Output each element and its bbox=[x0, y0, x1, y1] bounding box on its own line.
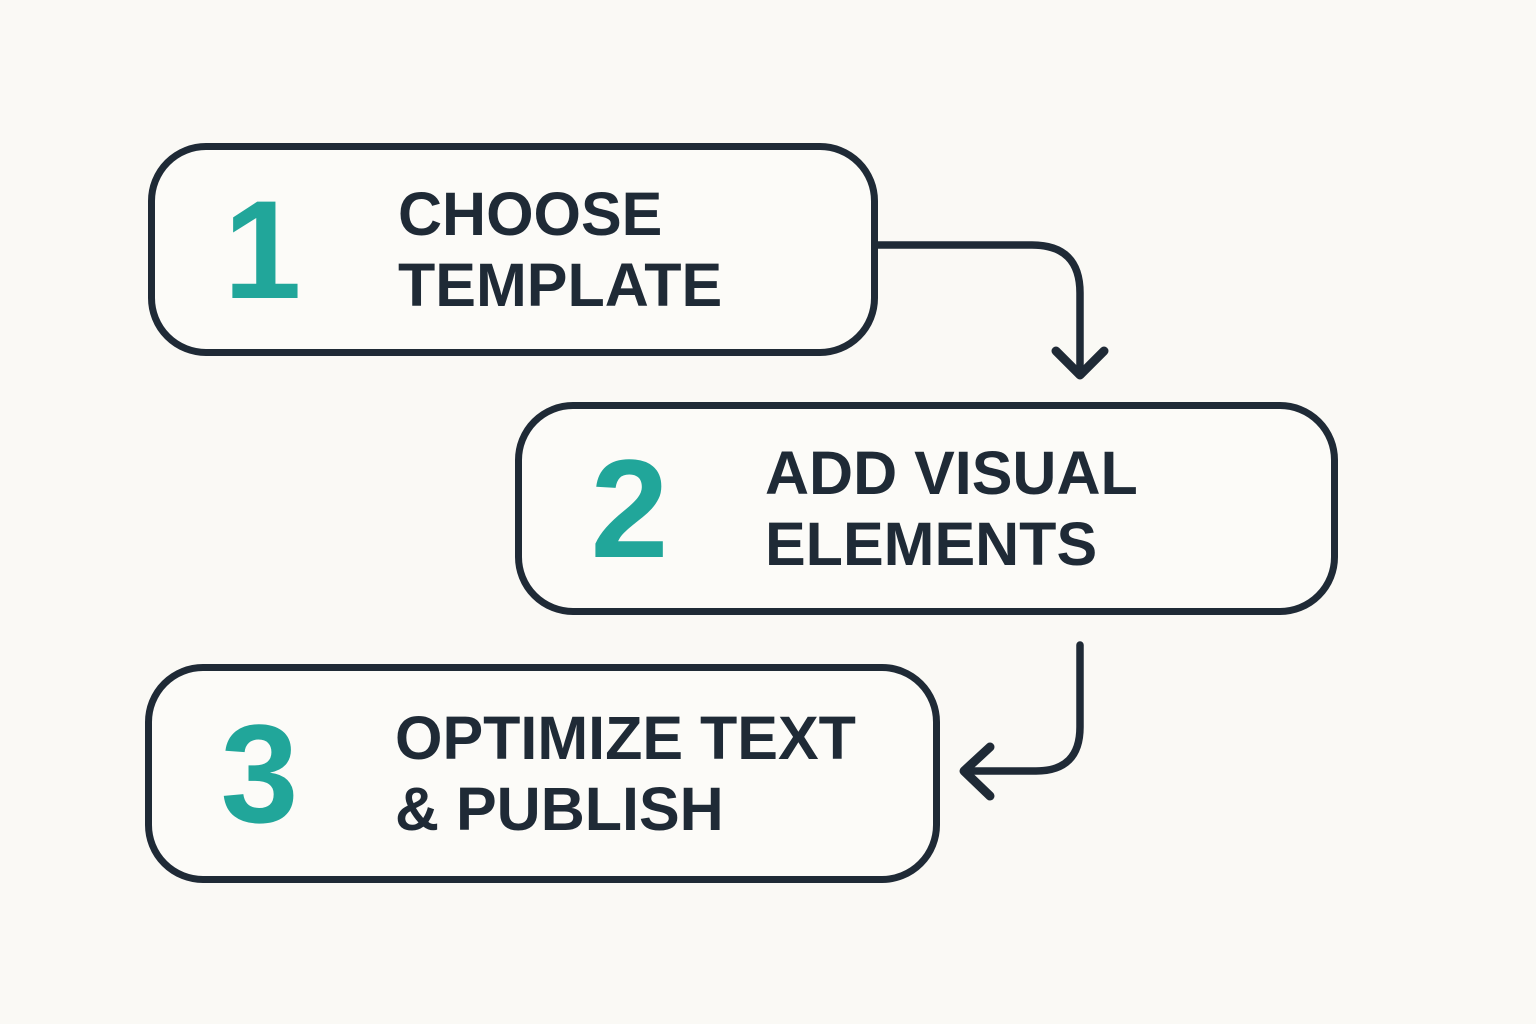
step-label-3-line2: & PUBLISH bbox=[395, 774, 724, 843]
arrow-step1-to-step2 bbox=[874, 241, 1084, 376]
step-label-2-line1: ADD VISUAL bbox=[765, 438, 1138, 507]
step-number-3: 3 bbox=[220, 694, 299, 852]
step-label-3-line1: OPTIMIZE TEXT bbox=[395, 703, 856, 772]
arrow-step1-to-step2-head-icon bbox=[1051, 346, 1109, 380]
step-label-3: OPTIMIZE TEXT& PUBLISH bbox=[395, 703, 856, 845]
step-label-2-line2: ELEMENTS bbox=[765, 509, 1098, 578]
step-box-3: 3 OPTIMIZE TEXT& PUBLISH bbox=[145, 664, 940, 883]
step-label-1-line2: TEMPLATE bbox=[398, 250, 723, 319]
arrow-step2-to-step3-head-icon bbox=[959, 742, 995, 801]
step-label-1-line1: CHOOSE bbox=[398, 179, 663, 248]
step-number-2: 2 bbox=[590, 429, 669, 587]
arrow-step2-to-step3 bbox=[964, 641, 1084, 775]
step-number-1: 1 bbox=[223, 170, 302, 328]
